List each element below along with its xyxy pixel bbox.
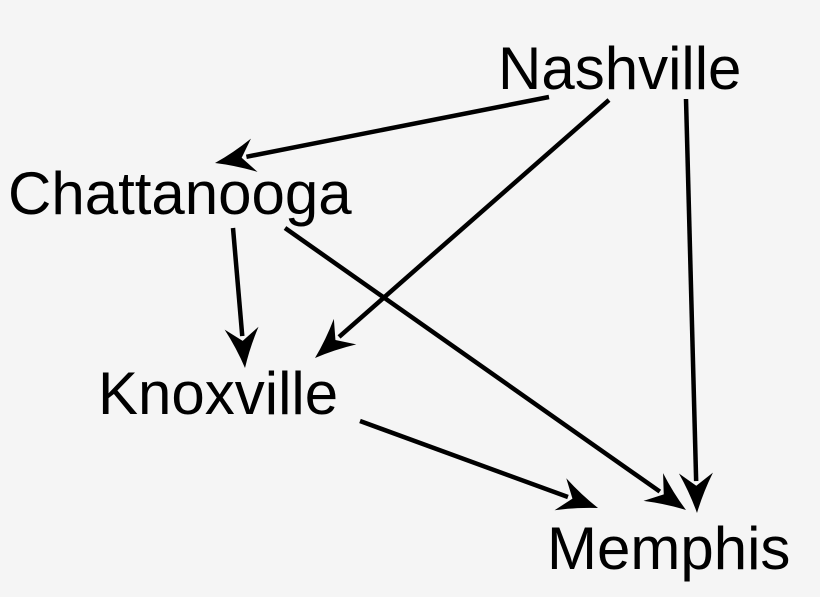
arrowhead-icon [215, 138, 258, 172]
arrowhead-icon [224, 326, 259, 368]
node-chattanooga: Chattanooga [8, 160, 352, 227]
edge-nashville-to-memphis [683, 98, 699, 482]
arrowhead-icon [554, 478, 598, 511]
edges-group [215, 94, 713, 513]
edge-nashville-to-knoxville [337, 98, 611, 339]
edge-knoxville-to-memphis [359, 418, 569, 500]
node-memphis: Memphis [547, 515, 790, 582]
node-knoxville: Knoxville [98, 360, 338, 427]
nodes-group: Nashville Chattanooga Knoxville Memphis [8, 35, 790, 582]
edge-chattanooga-to-memphis [283, 226, 662, 494]
edge-chattanooga-to-knoxville [230, 227, 245, 337]
arrowhead-icon [315, 318, 357, 358]
node-nashville: Nashville [498, 35, 741, 102]
edge-nashville-to-chattanooga [245, 94, 550, 160]
arrowhead-icon [678, 472, 713, 513]
arrowhead-icon [643, 473, 686, 510]
